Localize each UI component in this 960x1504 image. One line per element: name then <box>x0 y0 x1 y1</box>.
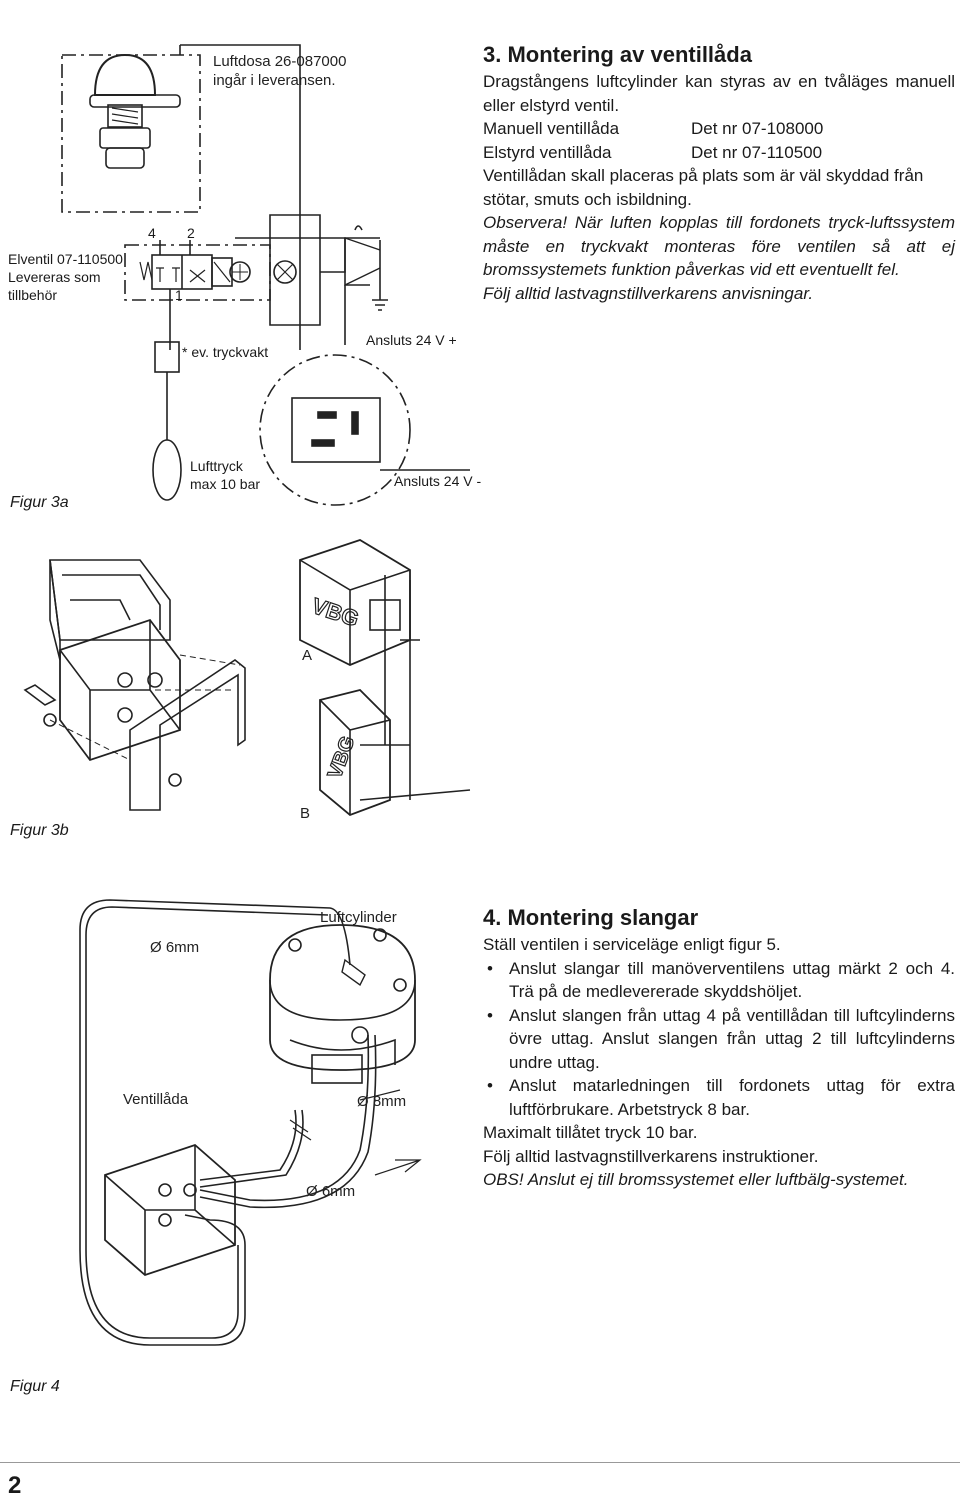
part-row-electric-value: Det nr 07-110500 <box>691 142 823 162</box>
label-a: A <box>302 647 313 664</box>
section-3-warning: Observera! När luften kopplas till fordo… <box>483 213 955 279</box>
section-4: 4. Montering slangar Ställ ventilen i se… <box>483 905 955 1192</box>
figure-3a-schematic <box>61 44 470 506</box>
footer-rule <box>0 1462 960 1463</box>
figure-3a-caption: Figur 3a <box>10 494 69 511</box>
svg-text:VBG: VBG <box>309 593 362 632</box>
elventil-label: Elventil 07-110500 Levereras som tillbeh… <box>8 250 123 304</box>
figure-4-caption: Figur 4 <box>10 1378 60 1395</box>
bullet-item-1-text: Anslut slangar till manöverventilens utt… <box>509 958 955 1002</box>
port-1-label: 1 <box>175 287 183 303</box>
bullet-icon: • <box>487 1005 493 1025</box>
part-row-manual-label: Manuell ventillåda <box>483 119 620 138</box>
tryckvakt-label: * ev. tryckvakt <box>182 344 269 360</box>
ansluts-plus-label: Ansluts 24 V + <box>366 332 457 348</box>
section-3: 3. Montering av ventillåda Dragstångens … <box>483 42 955 305</box>
section-4-title: 4. Montering slangar <box>483 905 699 930</box>
bullet-item-3: • Anslut matarledningen till fordonets u… <box>483 1074 955 1121</box>
section-4-line-1: Ställ ventilen i serviceläge enligt figu… <box>483 935 781 954</box>
air-dome-icon <box>93 53 157 96</box>
pressure-switch-icon <box>154 341 180 373</box>
page-number: 2 <box>8 1472 22 1499</box>
lufttryck-label: Lufttryck max 10 bar <box>190 457 260 493</box>
figure-3b-mounting: VBG VBG <box>23 539 471 817</box>
port-2-label: 2 <box>187 225 195 241</box>
label-b: B <box>300 805 311 822</box>
ansluts-minus-label: Ansluts 24 V - <box>394 473 482 489</box>
lamp-icon <box>273 260 297 284</box>
part-row-electric: Elstyrd ventillåda Det nr 07-110500 <box>483 141 955 165</box>
elventil-line-3: tillbehör <box>8 287 58 303</box>
vbg-box-b-icon <box>319 689 391 817</box>
elventil-line-2: Levereras som <box>8 269 101 285</box>
section-4-max-pressure: Maximalt tillåtet tryck 10 bar. <box>483 1123 698 1142</box>
section-4-follow: Följ alltid lastvagnstillverkarens instr… <box>483 1146 819 1166</box>
part-row-electric-label: Elstyrd ventillåda <box>483 142 612 162</box>
bullet-item-1: • Anslut slangar till manöverventilens u… <box>483 957 955 1004</box>
luftdosa-line-2: ingår i leveransen. <box>213 72 336 89</box>
part-row-manual: Manuell ventillåda Det nr 07-108000 <box>483 117 955 141</box>
connector-plug-icon <box>291 397 381 463</box>
diameter-6mm-bottom-label: Ø 6mm <box>306 1183 356 1200</box>
section-3-title: 3. Montering av ventillåda <box>483 42 752 67</box>
section-3-placement: Ventillådan skall placeras på plats som … <box>483 166 924 209</box>
lufttryck-line-1: Lufttryck <box>190 458 243 474</box>
bullet-item-3-text: Anslut matarledningen till fordonets utt… <box>509 1076 955 1119</box>
luftdosa-line-1: Luftdosa 26-087000 <box>213 53 347 70</box>
air-cylinder-icon <box>269 924 416 1071</box>
luftdosa-label: Luftdosa 26-087000 ingår i leveransen. <box>213 52 346 90</box>
luftcylinder-label: Luftcylinder <box>320 909 397 926</box>
figure-3b-caption: Figur 3b <box>10 822 69 839</box>
bullet-icon: • <box>487 1076 493 1095</box>
diameter-8mm-label: Ø 8mm <box>357 1093 407 1110</box>
bullet-item-2-text: Anslut slangen från uttag 4 på ventillåd… <box>509 1005 955 1072</box>
bullet-item-2: • Anslut slangen från uttag 4 på ventill… <box>483 1004 955 1075</box>
section-4-obs: OBS! Anslut ej till bromssystemet eller … <box>483 1170 909 1189</box>
figure-4-hoses <box>79 899 422 1346</box>
svg-text:VBG: VBG <box>324 733 359 781</box>
ventillada-label: Ventillåda <box>123 1091 189 1108</box>
lufttryck-line-2: max 10 bar <box>190 476 261 492</box>
port-4-label: 4 <box>148 225 156 241</box>
section-3-intro: Dragstångens luftcylinder kan styras av … <box>483 72 955 115</box>
bullet-icon: • <box>487 958 493 978</box>
section-3-follow: Följ alltid lastvagnstillverkarens anvis… <box>483 283 814 303</box>
part-row-manual-value: Det nr 07-108000 <box>691 119 824 138</box>
diameter-6mm-top-label: Ø 6mm <box>150 939 200 956</box>
elventil-line-1: Elventil 07-110500 <box>8 251 123 267</box>
